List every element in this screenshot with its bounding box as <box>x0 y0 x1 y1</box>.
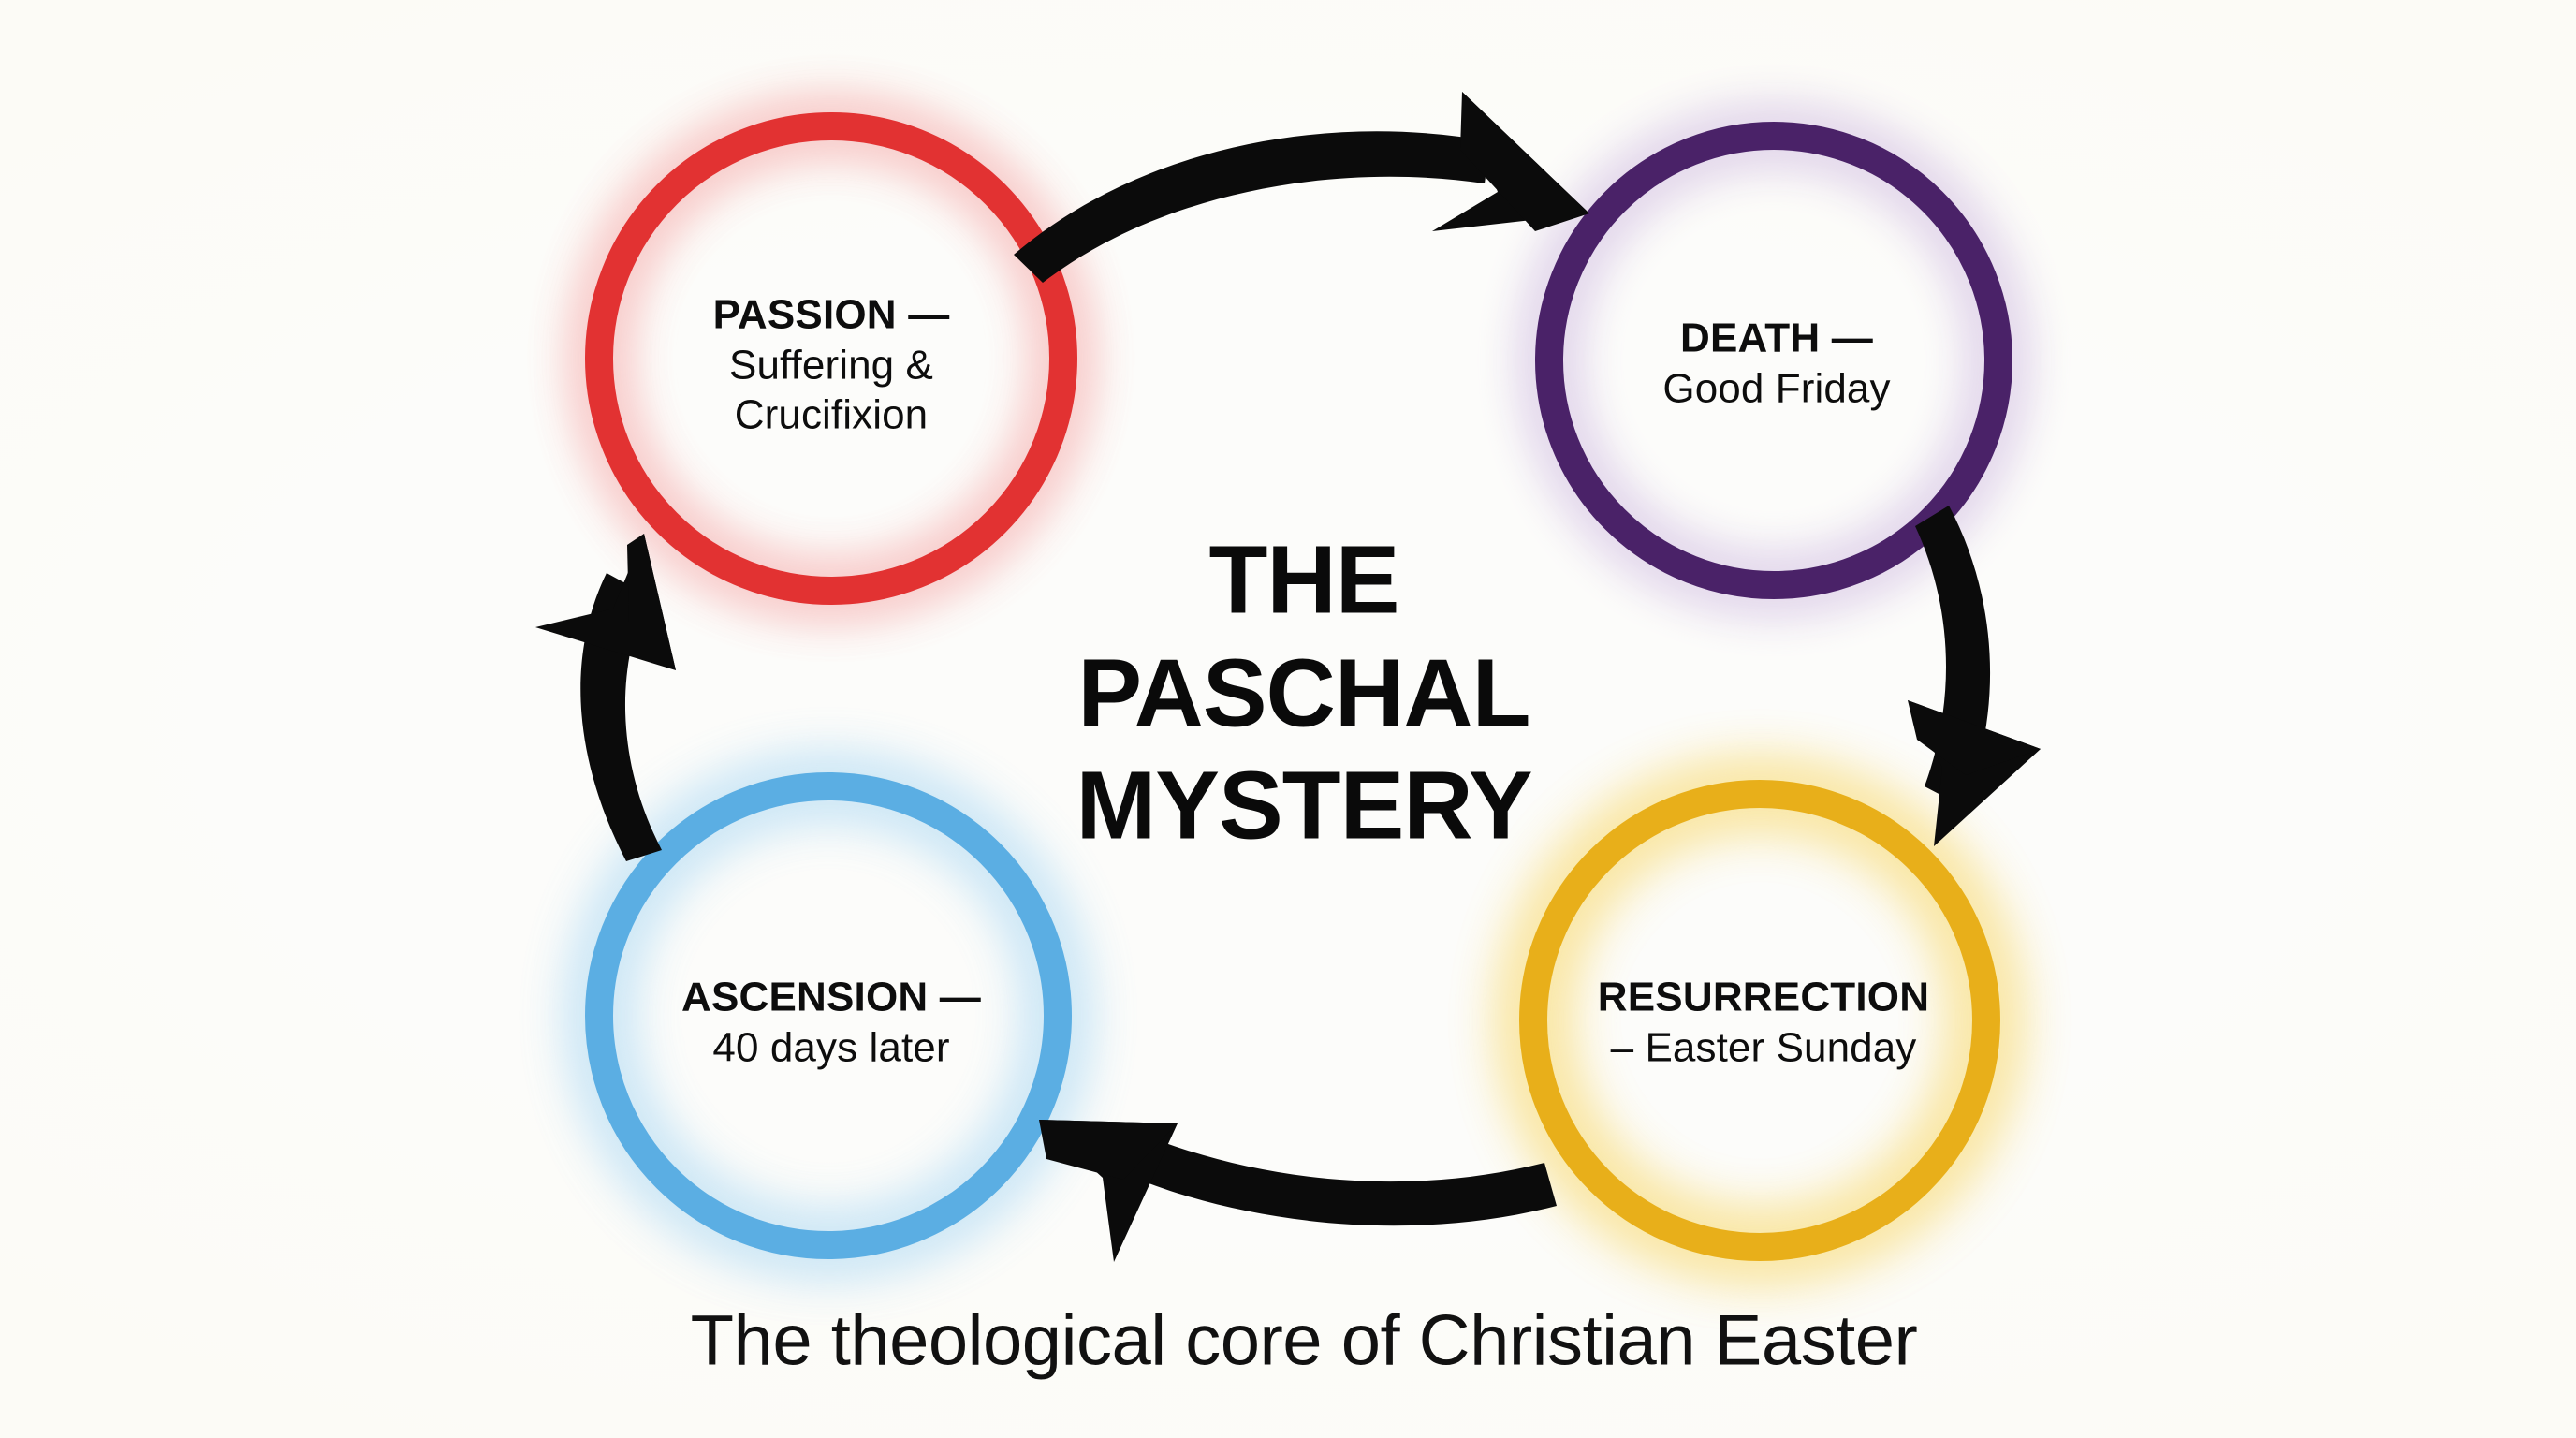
node-title-death: DEATH — <box>1680 315 1873 361</box>
arrow-death-to-resurrection-head2 <box>1908 700 2041 775</box>
node-subtitle-resurrection: – Easter Sunday <box>1610 1024 1917 1070</box>
arrow-passion-to-death-head2 <box>1460 92 1589 231</box>
node-label-ascension: ASCENSION — 40 days later <box>681 972 981 1072</box>
node-label-death: DEATH — Good Friday <box>1580 313 1973 413</box>
ring-passion-stroke <box>585 112 1077 605</box>
ring-resurrection-stroke <box>1519 780 2000 1261</box>
arrow-resurrection-to-ascension <box>1039 1120 1557 1262</box>
arrow-resurrection-to-ascension-head2 <box>1039 1120 1178 1180</box>
page-title-line-1: THE <box>1208 525 1400 634</box>
ring-death-stroke <box>1535 122 2012 599</box>
page-title-line-2: PASCHAL <box>1077 638 1530 746</box>
ring-ascension[interactable] <box>576 763 1081 1269</box>
ring-death[interactable] <box>1528 114 2020 607</box>
node-label-resurrection: RESURRECTION – Easter Sunday <box>1598 972 1929 1072</box>
ring-passion[interactable] <box>578 105 1085 612</box>
arrow-ascension-to-passion <box>535 534 676 861</box>
node-title-ascension: ASCENSION — <box>681 974 982 1020</box>
node-label-passion: PASSION — Suffering & Crucifixion <box>635 289 1028 440</box>
ring-ascension-stroke <box>585 772 1072 1259</box>
node-title-passion: PASSION — <box>712 291 950 338</box>
arrow-ascension-to-passion-head2 <box>627 534 676 670</box>
ring-resurrection[interactable] <box>1509 770 2011 1271</box>
arrow-passion-to-death-shaft <box>1014 131 1490 283</box>
node-subtitle-passion: Suffering & Crucifixion <box>729 342 933 438</box>
arrow-passion-to-death <box>1014 92 1589 283</box>
node-subtitle-ascension: 40 days later <box>712 1024 950 1070</box>
page-title-line-3: MYSTERY <box>1076 751 1532 859</box>
page-title: THE PASCHAL MYSTERY <box>948 523 1660 862</box>
arrow-death-to-resurrection <box>1908 506 2041 846</box>
arrow-resurrection-to-ascension-shaft <box>1123 1131 1557 1226</box>
caption: The theological core of Christian Easter <box>690 1300 1918 1381</box>
node-title-resurrection: RESURRECTION <box>1597 974 1930 1020</box>
node-subtitle-death: Good Friday <box>1662 365 1891 411</box>
